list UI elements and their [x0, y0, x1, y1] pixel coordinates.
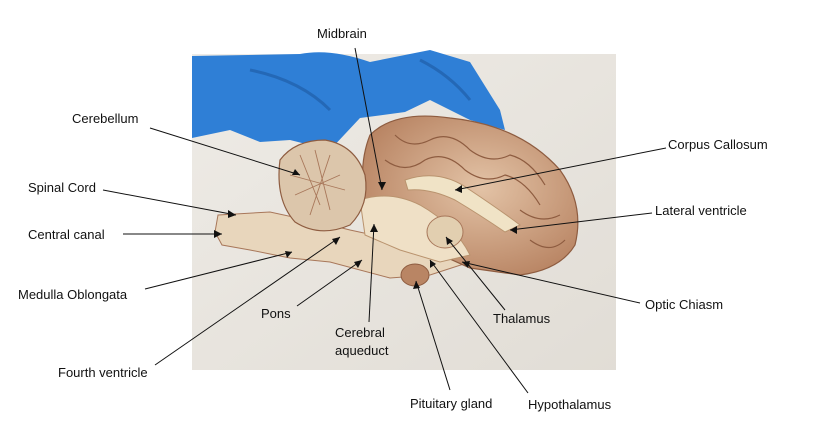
leader-medulla	[144, 251, 293, 290]
leader-fourth-ventricle	[154, 236, 341, 366]
leader-cerebellum	[149, 127, 301, 176]
leader-pons	[296, 259, 363, 307]
label-pituitary-gland: Pituitary gland	[410, 396, 493, 411]
leader-lateral-ventricle	[509, 212, 653, 231]
leader-pituitary	[415, 280, 451, 391]
leader-lines	[102, 47, 667, 394]
label-central-canal: Central canal	[28, 227, 105, 242]
label-cerebral-aqueduct-line1: Cerebral	[335, 325, 385, 340]
corpus-callosum-shape	[404, 175, 521, 233]
label-hypothalamus: Hypothalamus	[528, 397, 612, 412]
label-spinal-cord: Spinal Cord	[28, 180, 96, 195]
label-fourth-ventricle: Fourth ventricle	[58, 365, 148, 380]
label-optic-chiasm: Optic Chiasm	[645, 297, 724, 312]
label-thalamus: Thalamus	[493, 311, 551, 326]
leader-cerebral-aqueduct	[368, 223, 375, 323]
leader-optic-chiasm	[461, 261, 641, 304]
cerebellum-shape	[278, 139, 367, 232]
label-cerebellum: Cerebellum	[72, 111, 139, 126]
leader-arrowheads	[214, 169, 517, 289]
pituitary-shape	[400, 263, 430, 287]
label-lateral-ventricle: Lateral ventricle	[655, 203, 747, 218]
label-pons: Pons	[261, 306, 291, 321]
leader-spinal-cord	[102, 189, 237, 216]
label-medulla-oblongata: Medulla Oblongata	[18, 287, 128, 302]
label-midbrain: Midbrain	[317, 26, 367, 41]
leader-hypothalamus	[429, 259, 529, 394]
leader-thalamus	[445, 236, 506, 311]
leader-midbrain	[354, 47, 383, 191]
label-cerebral-aqueduct-line2: aqueduct	[335, 343, 389, 358]
leader-corpus-callosum	[454, 147, 667, 191]
label-corpus-callosum: Corpus Callosum	[668, 137, 768, 152]
